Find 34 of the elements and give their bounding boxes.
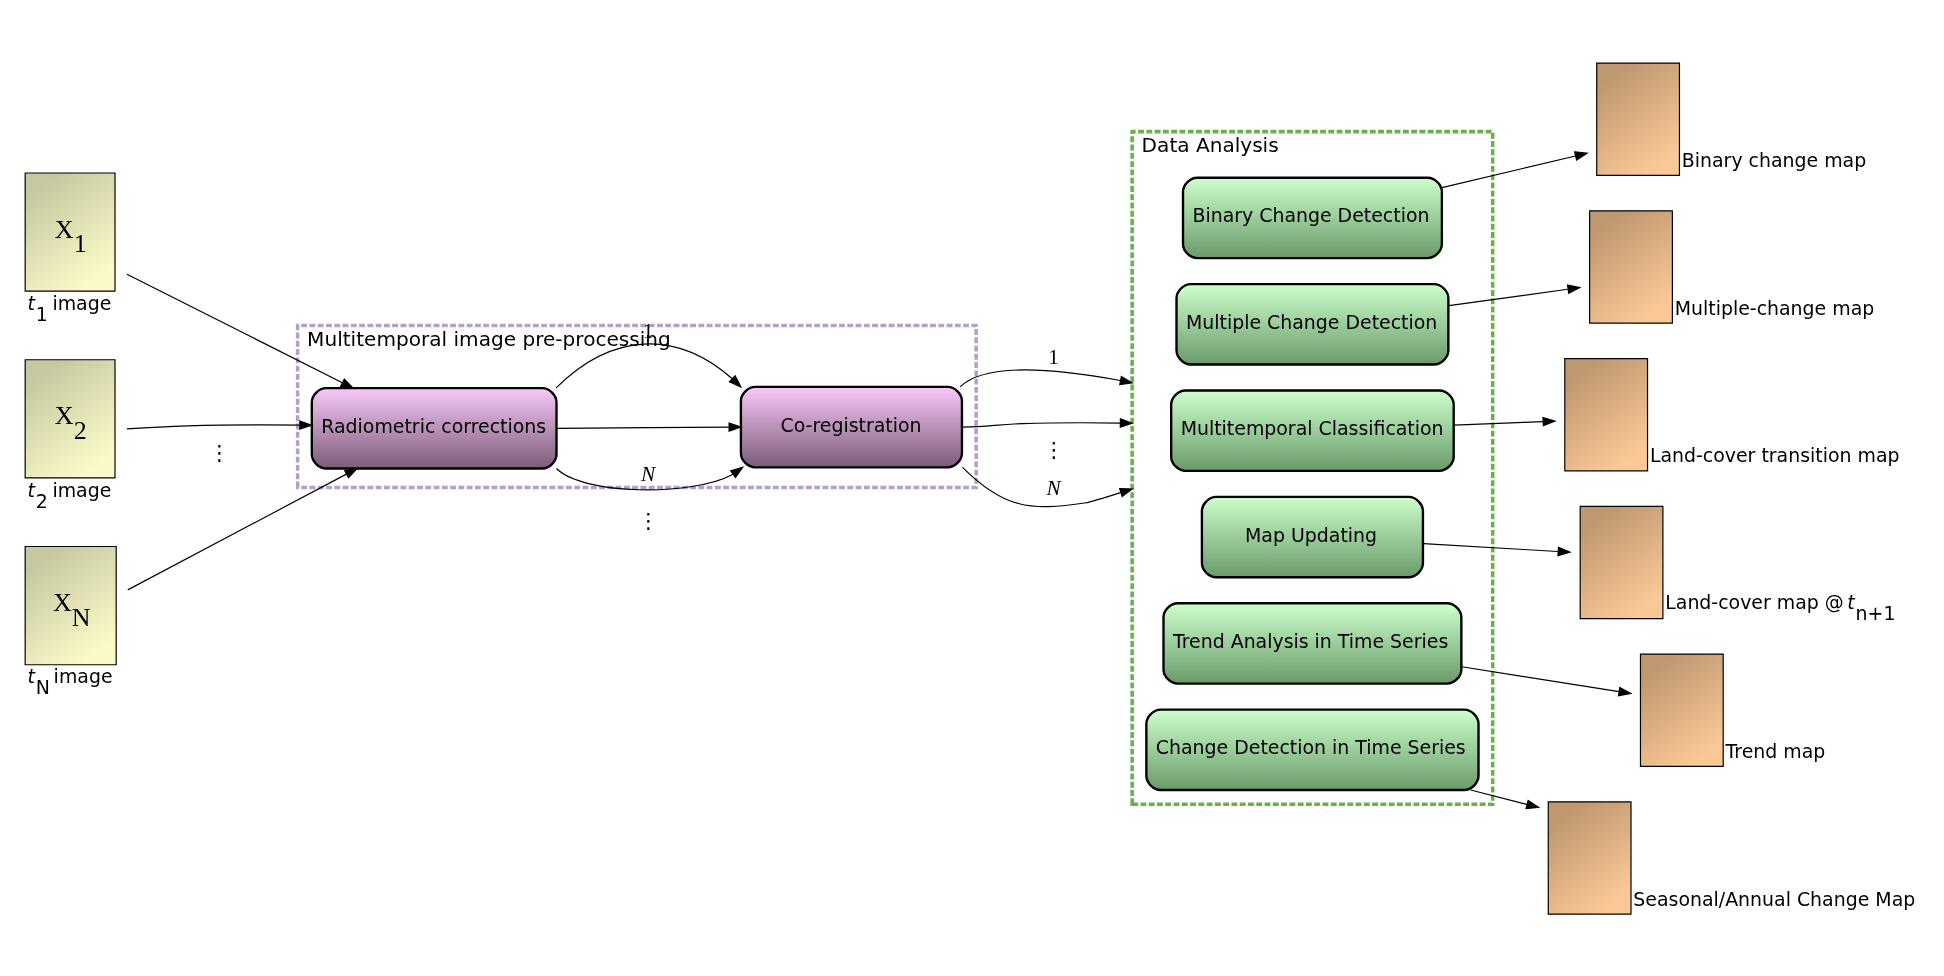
arrow (555, 343, 743, 389)
node-label: Seasonal/Annual Change Map (1633, 887, 1916, 910)
arrow (555, 422, 743, 433)
arrow (1470, 789, 1541, 810)
arrow (1422, 542, 1572, 557)
arrow (961, 466, 1134, 508)
arrow (1448, 284, 1582, 307)
edge-label: 1 (1048, 344, 1059, 369)
edge-label: N (1046, 475, 1061, 500)
arrow (959, 369, 1134, 388)
edge-label: N (641, 461, 656, 486)
label: ⋮ (208, 439, 230, 465)
label: ⋮ (637, 508, 659, 534)
node-box: Multitemporal Classification (1170, 389, 1455, 473)
arrow (961, 418, 1134, 428)
arrow (1461, 666, 1633, 697)
arrow (126, 273, 355, 389)
arrow (1441, 151, 1589, 189)
node-box: Multiple Change Detection (1175, 282, 1450, 366)
node-box: Change Detection in Time Series (1145, 708, 1480, 792)
node-label: Multiple-change map (1674, 296, 1875, 319)
arrow (1453, 416, 1557, 427)
node-box: Map Updating (1200, 495, 1425, 579)
node-label: Land-cover transition map (1649, 444, 1900, 467)
node-label: Binary change map (1681, 148, 1867, 171)
node-box: Binary Change Detection (1181, 176, 1444, 260)
node-box: Co-registration (739, 385, 964, 469)
node-box: Trend Analysis in Time Series (1162, 602, 1463, 685)
label: ⋮ (1042, 437, 1065, 463)
arrow (127, 467, 359, 591)
node-label: Trend map (1725, 739, 1826, 762)
arrow (555, 466, 745, 491)
node-box: Radiometric corrections (310, 386, 558, 470)
arrow (126, 420, 314, 431)
